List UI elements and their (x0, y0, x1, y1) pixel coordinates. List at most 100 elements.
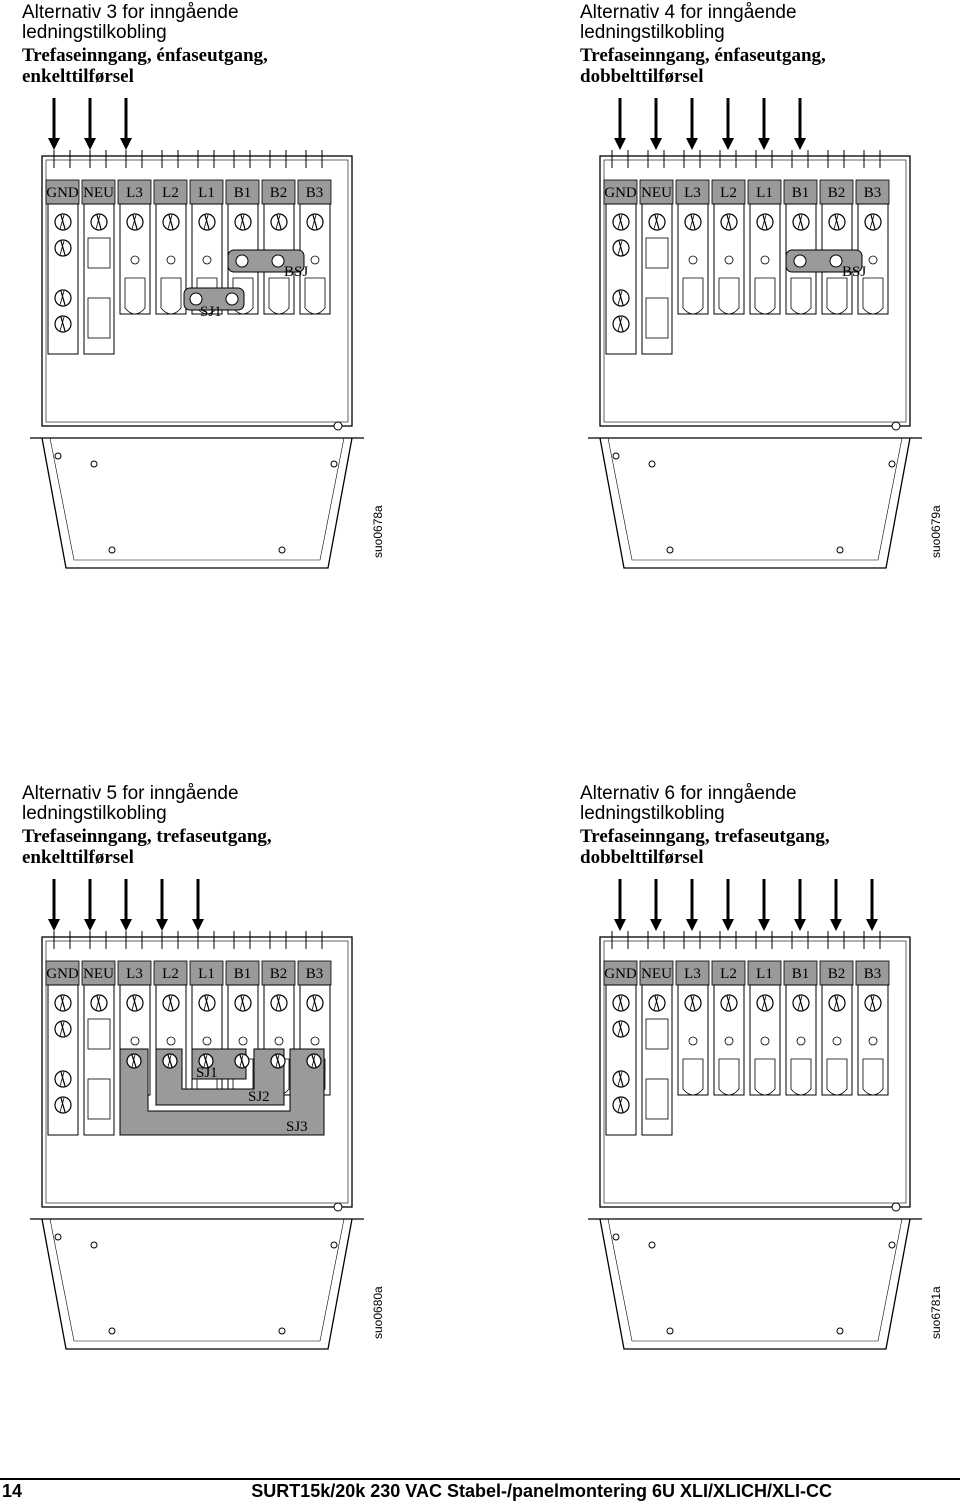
screw-slot (95, 995, 101, 1011)
mount-hole (333, 421, 343, 431)
wire-arrow-head (650, 138, 662, 150)
panel-subtitle-line1: Trefaseinngang, énfaseutgang, (580, 45, 826, 66)
terminal-label-plate (819, 179, 854, 205)
screw-slot (617, 240, 623, 256)
panel-subtitle-line1: Trefaseinngang, trefaseutgang, (580, 826, 830, 847)
screw-slot (869, 995, 875, 1011)
screw-slot (60, 1021, 66, 1037)
terminal-hole (166, 255, 176, 265)
panel-subtitle-line2: dobbelttilførsel (580, 847, 704, 868)
mount-hole (648, 460, 656, 468)
jumper-label: SJ1 (200, 304, 222, 320)
wire-arrow-head (758, 919, 770, 931)
panel-title-line1: Alternativ 5 for inngående (22, 783, 239, 804)
wire-arrow-head (650, 919, 662, 931)
panel-alternative-3: Alternativ 3 for inngående ledningstilko… (22, 3, 462, 603)
mount-hole (108, 1327, 116, 1335)
terminal-lug (826, 1058, 848, 1096)
terminal-lug (682, 277, 704, 315)
screw-slot (617, 995, 623, 1011)
wire-arrow-head (84, 919, 96, 931)
terminal-label: L1 (198, 966, 215, 982)
screw-slot (167, 214, 173, 230)
wire-arrow-head (48, 919, 60, 931)
screw-slot (60, 290, 66, 306)
wire-arrow-head (758, 138, 770, 150)
screw-slot (167, 1054, 173, 1068)
panel-alternative-5: Alternativ 5 for inngående ledningstilko… (22, 784, 462, 1384)
screw-slot (617, 1021, 623, 1037)
screw-slot (617, 1071, 623, 1087)
terminal-hole (130, 1036, 140, 1046)
static-jumper-bar (119, 1048, 325, 1136)
wire-arrow-head (830, 919, 842, 931)
screw-slot (168, 214, 174, 230)
screw-slot (239, 995, 245, 1011)
terminal-label-plate (783, 179, 818, 205)
terminal-hole (310, 255, 320, 265)
terminal-hole (724, 1036, 734, 1046)
mount-hole (666, 546, 674, 554)
screw-slot (617, 214, 623, 230)
terminal-label-plate (45, 179, 80, 205)
terminal-label: NEU (83, 185, 114, 201)
screw-slot (689, 214, 695, 230)
terminal-lug (790, 277, 812, 315)
screw-slot (869, 214, 875, 230)
terminal-lug (718, 277, 740, 315)
screw-slot (654, 995, 660, 1011)
mount-hole (836, 1327, 844, 1335)
bracket-outline (41, 1218, 353, 1350)
screw-slot (618, 290, 624, 306)
screw-slot (131, 1054, 136, 1068)
figure-code: suo6781a (929, 1286, 943, 1339)
screw-slot (311, 214, 317, 230)
screw-slot (618, 1097, 624, 1113)
screw-slot (311, 1054, 316, 1068)
terminal-label-plate (225, 179, 260, 205)
screw-slot (762, 995, 768, 1011)
terminal-label: B3 (864, 966, 882, 982)
panel-subtitle-line1: Trefaseinngang, énfaseutgang, (22, 45, 268, 66)
terminal-label-plate (783, 960, 818, 986)
terminal-lug (682, 1058, 704, 1096)
screw-slot (240, 995, 246, 1011)
terminal-hole (310, 1036, 320, 1046)
bypass-jumper-bar (227, 249, 305, 273)
panel-caption: Alternativ 6 for inngående ledningstilko… (580, 784, 960, 869)
panel-subtitle-line2: dobbelttilførsel (580, 66, 704, 87)
terminal-label: L2 (720, 185, 737, 201)
jumper-label: SJ1 (196, 1065, 218, 1081)
screw-slot (60, 995, 66, 1011)
mount-hole (330, 460, 338, 468)
screw-slot (131, 214, 137, 230)
mount-hole (891, 1202, 901, 1212)
screw-slot (653, 995, 659, 1011)
panel-caption: Alternativ 4 for inngående ledningstilko… (580, 3, 960, 88)
terminal-label: NEU (641, 966, 672, 982)
screw-slot (654, 214, 660, 230)
screw-slot (96, 995, 102, 1011)
terminal-label-plate (261, 179, 296, 205)
screw-slot (239, 1054, 244, 1068)
screw-slot (96, 214, 102, 230)
screw-slot (167, 995, 173, 1011)
screw-slot (275, 214, 281, 230)
mount-hole (666, 1327, 674, 1335)
mount-hole (54, 1233, 62, 1241)
screw-slot (617, 1097, 623, 1113)
neutral-bar (87, 237, 111, 269)
terminal-hole (868, 255, 878, 265)
page-footer: 14 SURT15k/20k 230 VAC Stabel-/panelmont… (0, 1476, 960, 1506)
terminal-label: B3 (306, 185, 324, 201)
chassis-inner-frame (45, 940, 349, 1204)
wire-arrow-head (866, 919, 878, 931)
jumper-screw (189, 292, 203, 306)
wire-arrow-head (794, 138, 806, 150)
bracket-outline (599, 437, 911, 569)
terminal-label: GND (46, 185, 79, 201)
neutral-bar (645, 1018, 669, 1050)
terminal-label: NEU (83, 966, 114, 982)
